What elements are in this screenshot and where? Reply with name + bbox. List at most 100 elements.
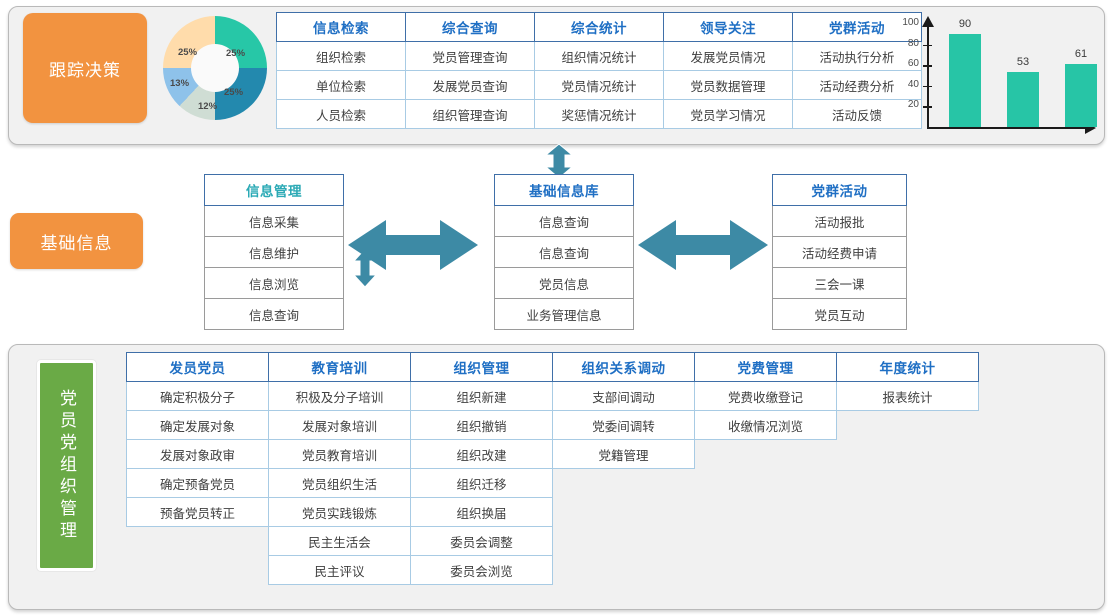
party-member-management-cell[interactable]: 组织撤销 xyxy=(410,410,553,440)
tracking-decision-header-cell[interactable]: 综合统计 xyxy=(534,12,664,42)
party-member-management-header-cell[interactable]: 发员党员 xyxy=(126,352,269,382)
tracking-decision-cell[interactable]: 人员检索 xyxy=(276,99,406,129)
arrow-basic-to-top-icon xyxy=(544,144,574,178)
party-member-management-cell[interactable]: 民主评议 xyxy=(268,555,411,585)
party-member-management-cell[interactable]: 收缴情况浏览 xyxy=(694,410,837,440)
donut-label-1: 25% xyxy=(226,48,246,59)
tracking-decision-header-cell[interactable]: 信息检索 xyxy=(276,12,406,42)
party-member-management-row: 发展对象政审党员教育培训组织改建党籍管理 xyxy=(126,439,979,469)
tracking-decision-cell[interactable]: 活动执行分析 xyxy=(792,41,922,71)
information-management-row: 信息维护 xyxy=(204,236,344,268)
tracking-decision-cell[interactable]: 奖惩情况统计 xyxy=(534,99,664,129)
party-activity-cell[interactable]: 党员互动 xyxy=(772,298,907,330)
party-member-management-header-cell[interactable]: 党费管理 xyxy=(694,352,837,382)
party-member-management-cell[interactable]: 预备党员转正 xyxy=(126,497,269,527)
party-member-management-header-cell[interactable]: 教育培训 xyxy=(268,352,411,382)
tracking-decision-cell[interactable]: 单位检索 xyxy=(276,70,406,100)
party-member-management-cell[interactable]: 委员会调整 xyxy=(410,526,553,556)
tracking-decision-cell[interactable]: 党员数据管理 xyxy=(663,70,793,100)
information-management-table: 信息管理信息采集信息维护信息浏览信息查询 xyxy=(204,174,344,330)
tracking-decision-cell[interactable]: 组织情况统计 xyxy=(534,41,664,71)
donut-label-5: 25% xyxy=(178,47,198,58)
role-chip-party-member-management[interactable]: 党员党组织管理 xyxy=(37,360,96,571)
tracking-decision-cell[interactable]: 党员情况统计 xyxy=(534,70,664,100)
party-member-management-cell[interactable]: 民主生活会 xyxy=(268,526,411,556)
tracking-decision-cell[interactable]: 活动经费分析 xyxy=(792,70,922,100)
party-member-management-cell[interactable]: 发展对象政审 xyxy=(126,439,269,469)
tracking-decision-cell[interactable]: 党员管理查询 xyxy=(405,41,535,71)
bar-chart-bar[interactable] xyxy=(949,34,981,127)
party-member-management-cell-empty xyxy=(695,440,837,469)
party-member-management-cell-empty xyxy=(695,498,837,527)
bar-chart-y-axis xyxy=(927,24,929,128)
tracking-decision-header-cell[interactable]: 党群活动 xyxy=(792,12,922,42)
party-member-management-cell[interactable]: 党员实践锻炼 xyxy=(268,497,411,527)
information-management-header-row: 信息管理 xyxy=(204,174,344,206)
party-activity-header-row: 党群活动 xyxy=(772,174,907,206)
donut-label-2: 25% xyxy=(224,87,244,98)
party-member-management-cell[interactable]: 报表统计 xyxy=(836,381,979,411)
party-member-management-cell[interactable]: 确定发展对象 xyxy=(126,410,269,440)
bar-chart-y-tick-label: 60 xyxy=(907,58,919,70)
party-member-management-cell[interactable]: 组织改建 xyxy=(410,439,553,469)
basic-information-base-row: 党员信息 xyxy=(494,267,634,299)
party-member-management-cell[interactable]: 委员会浏览 xyxy=(410,555,553,585)
information-management-cell[interactable]: 信息查询 xyxy=(204,298,344,330)
party-member-management-cell[interactable]: 积极及分子培训 xyxy=(268,381,411,411)
party-member-management-cell[interactable]: 党员组织生活 xyxy=(268,468,411,498)
tracking-decision-cell[interactable]: 活动反馈 xyxy=(792,99,922,129)
tracking-decision-cell[interactable]: 组织检索 xyxy=(276,41,406,71)
party-member-management-cell[interactable]: 支部间调动 xyxy=(552,381,695,411)
party-member-management-cell[interactable]: 发展对象培训 xyxy=(268,410,411,440)
basic-information-base-cell[interactable]: 业务管理信息 xyxy=(494,298,634,330)
party-member-management-cell[interactable]: 组织新建 xyxy=(410,381,553,411)
party-member-management-header-cell[interactable]: 组织管理 xyxy=(410,352,553,382)
party-activity-row: 三会一课 xyxy=(772,267,907,299)
tracking-decision-header-cell[interactable]: 综合查询 xyxy=(405,12,535,42)
basic-information-base-row: 信息查询 xyxy=(494,236,634,268)
tracking-decision-cell[interactable]: 发展党员查询 xyxy=(405,70,535,100)
information-management-header-cell[interactable]: 信息管理 xyxy=(204,174,344,206)
bar-chart-bar[interactable] xyxy=(1007,72,1039,127)
party-activity-cell[interactable]: 活动经费申请 xyxy=(772,236,907,268)
party-member-management-header-cell[interactable]: 组织关系调动 xyxy=(552,352,695,382)
bar-chart-y-tick-label: 40 xyxy=(907,78,919,90)
role-chip-basic-information[interactable]: 基础信息 xyxy=(10,213,143,269)
party-member-management-cell[interactable]: 组织换届 xyxy=(410,497,553,527)
party-member-management-cell[interactable]: 确定预备党员 xyxy=(126,468,269,498)
party-member-management-row: 确定积极分子积极及分子培训组织新建支部间调动党费收缴登记报表统计 xyxy=(126,381,979,411)
tracking-decision-cell[interactable]: 发展党员情况 xyxy=(663,41,793,71)
party-member-management-header-cell[interactable]: 年度统计 xyxy=(836,352,979,382)
tracking-decision-cell[interactable]: 组织管理查询 xyxy=(405,99,535,129)
basic-information-base-header-cell[interactable]: 基础信息库 xyxy=(494,174,634,206)
bar-chart-bar[interactable] xyxy=(1065,64,1097,127)
party-member-management-cell-empty xyxy=(553,527,695,556)
information-management-cell[interactable]: 信息浏览 xyxy=(204,267,344,299)
party-activity-table: 党群活动活动报批活动经费申请三会一课党员互动 xyxy=(772,174,907,330)
party-member-management-row: 预备党员转正党员实践锻炼组织换届 xyxy=(126,497,979,527)
bar-chart-x-axis xyxy=(927,127,1089,129)
party-member-management-cell[interactable]: 党委间调转 xyxy=(552,410,695,440)
party-member-management-row: 民主评议委员会浏览 xyxy=(127,555,979,585)
basic-information-base-cell[interactable]: 信息查询 xyxy=(494,205,634,237)
party-member-management-cell[interactable]: 确定积极分子 xyxy=(126,381,269,411)
basic-information-base-cell[interactable]: 信息查询 xyxy=(494,236,634,268)
basic-information-base-cell[interactable]: 党员信息 xyxy=(494,267,634,299)
role-chip-tracking-decision[interactable]: 跟踪决策 xyxy=(23,13,147,123)
party-activity-header-cell[interactable]: 党群活动 xyxy=(772,174,907,206)
party-member-management-cell[interactable]: 组织迁移 xyxy=(410,468,553,498)
basic-information-base-header-row: 基础信息库 xyxy=(494,174,634,206)
party-member-management-cell-empty xyxy=(837,469,979,498)
party-activity-cell[interactable]: 三会一课 xyxy=(772,267,907,299)
party-activity-cell[interactable]: 活动报批 xyxy=(772,205,907,237)
information-management-cell[interactable]: 信息维护 xyxy=(204,236,344,268)
information-management-cell[interactable]: 信息采集 xyxy=(204,205,344,237)
party-member-management-cell-empty xyxy=(837,411,979,440)
tracking-decision-cell[interactable]: 党员学习情况 xyxy=(663,99,793,129)
party-member-management-cell[interactable]: 党费收缴登记 xyxy=(694,381,837,411)
tracking-decision-header-cell[interactable]: 领导关注 xyxy=(663,12,793,42)
party-member-management-cell-empty xyxy=(695,527,837,556)
party-member-management-cell[interactable]: 党员教育培训 xyxy=(268,439,411,469)
party-member-management-cell[interactable]: 党籍管理 xyxy=(552,439,695,469)
arrow-center-to-right-icon xyxy=(638,220,768,270)
